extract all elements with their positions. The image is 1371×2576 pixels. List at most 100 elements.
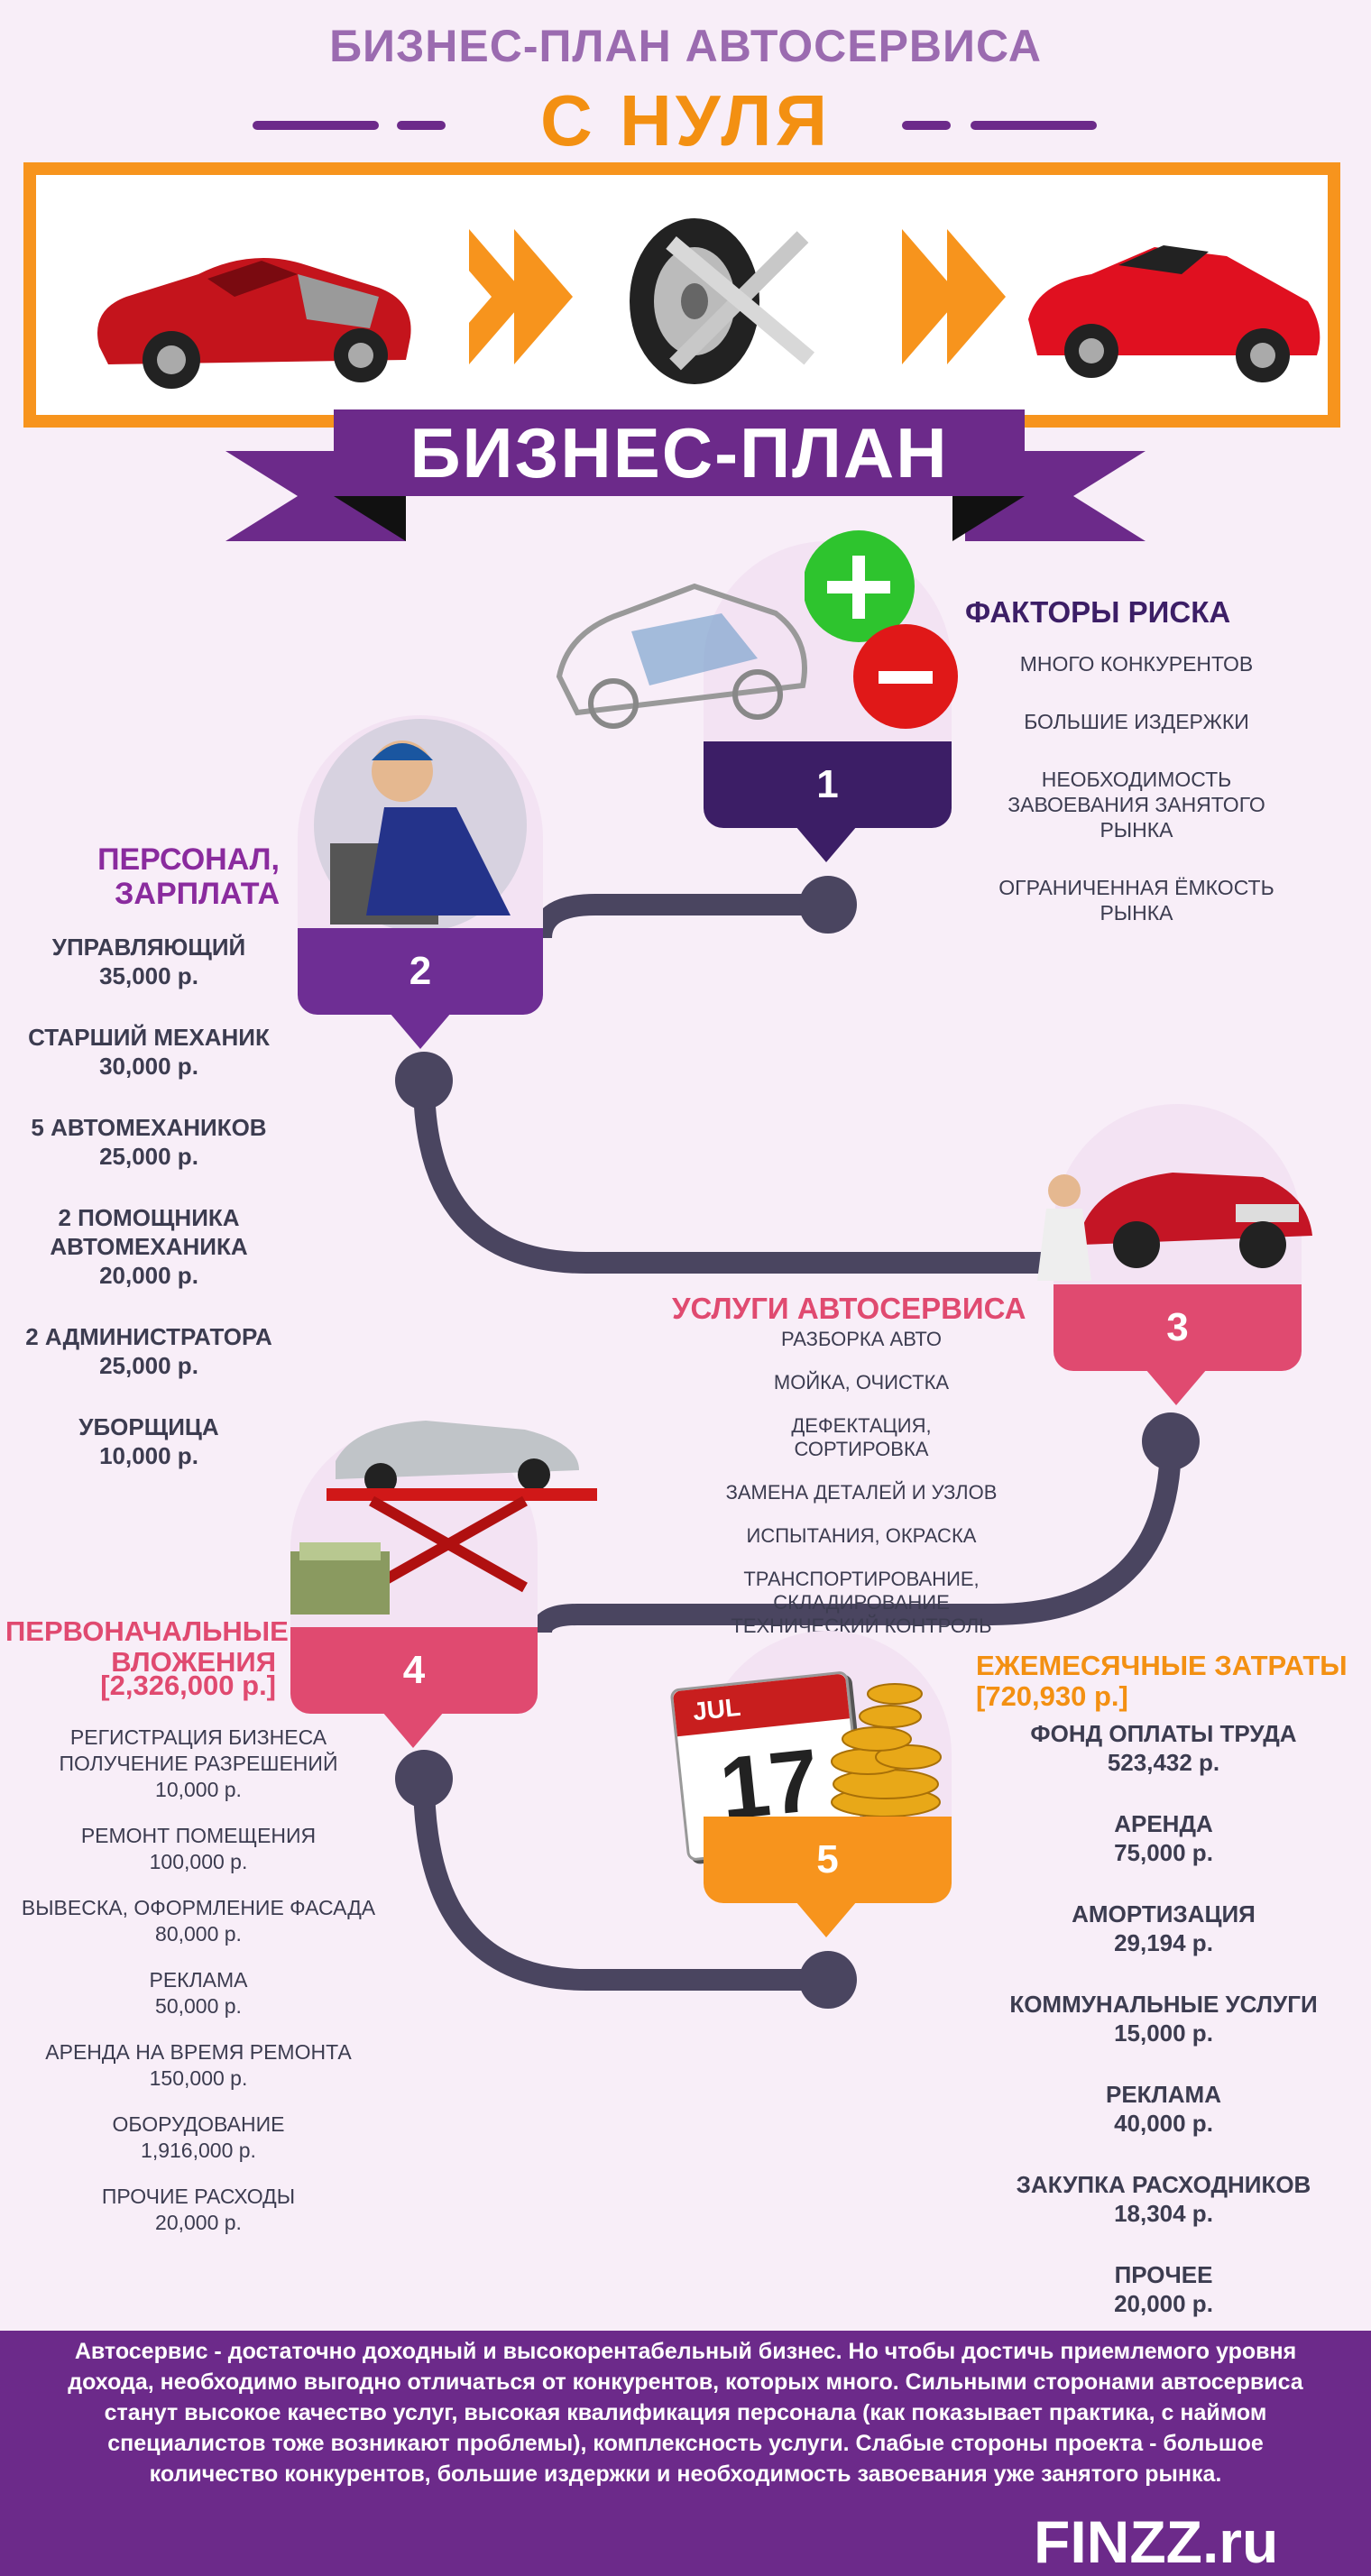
mechanic-image bbox=[314, 719, 527, 932]
cost-name: РЕГИСТРАЦИЯ БИЗНЕСА ПОЛУЧЕНИЕ РАЗРЕШЕНИЙ bbox=[59, 1725, 338, 1775]
page-subtitle: С НУЛЯ bbox=[539, 80, 832, 161]
site-logo: FINZZ.ru bbox=[1034, 2508, 1279, 2575]
cost-name: АМОРТИЗАЦИЯ bbox=[1072, 1900, 1256, 1927]
plus-minus-icon bbox=[805, 530, 958, 729]
staff-salary: 25,000 р. bbox=[99, 1143, 198, 1170]
arrow-right-icon bbox=[947, 229, 1006, 364]
cost-name: ПРОЧИЕ РАСХОДЫ bbox=[101, 2185, 296, 2208]
step-3-pointer bbox=[1146, 1369, 1207, 1405]
cost-name: РЕКЛАМА bbox=[1105, 2081, 1221, 2108]
step-1-title: ФАКТОРЫ РИСКА bbox=[965, 595, 1231, 629]
step-5-card: 5 bbox=[704, 1817, 952, 1903]
cost-name: РЕМОНТ ПОМЕЩЕНИЯ bbox=[80, 1824, 317, 1847]
cost-value: 50,000 р. bbox=[155, 1994, 242, 2018]
ribbon-fold-right bbox=[952, 496, 1025, 541]
path-node bbox=[1142, 1412, 1200, 1470]
cost-value: 20,000 р. bbox=[1114, 2290, 1213, 2317]
cost-value: 20,000 р. bbox=[155, 2211, 242, 2234]
ribbon-title: БИЗНЕС-ПЛАН bbox=[334, 409, 1025, 496]
list-item: ТРАНСПОРТИРОВАНИЕ, СКЛАДИРОВАНИЕ ТЕХНИЧЕ… bbox=[731, 1568, 992, 1637]
list-item: НЕОБХОДИМОСТЬ ЗАВОЕВАНИЯ ЗАНЯТОГО РЫНКА bbox=[1008, 768, 1265, 842]
step-2-pointer bbox=[390, 1013, 451, 1049]
decor-dash bbox=[971, 121, 1097, 130]
list-item: ДЕФЕКТАЦИЯ, СОРТИРОВКА bbox=[791, 1414, 932, 1460]
list-item: МНОГО КОНКУРЕНТОВ bbox=[1019, 652, 1254, 676]
path-node bbox=[395, 1750, 453, 1808]
step-3-list: РАЗБОРКА АВТО МОЙКА, ОЧИСТКА ДЕФЕКТАЦИЯ,… bbox=[722, 1328, 1001, 1658]
arrow-right-icon bbox=[514, 229, 573, 364]
cost-value: 80,000 р. bbox=[155, 1922, 242, 1946]
footer-text: Автосервис - достаточно доходный и высок… bbox=[68, 2339, 1303, 2487]
list-item: ЗАМЕНА ДЕТАЛЕЙ И УЗЛОВ bbox=[725, 1481, 998, 1504]
tire-tools-image bbox=[630, 218, 815, 384]
staff-salary: 10,000 р. bbox=[99, 1442, 198, 1469]
list-item: МОЙКА, ОЧИСТКА bbox=[773, 1371, 950, 1394]
staff-salary: 30,000 р. bbox=[99, 1053, 198, 1080]
step-4-pointer bbox=[382, 1712, 444, 1748]
step-3-number: 3 bbox=[1166, 1305, 1189, 1349]
step-4-total: [2,326,000 р.] bbox=[100, 1670, 276, 1701]
staff-role: СТАРШИЙ МЕХАНИК bbox=[28, 1024, 270, 1051]
cost-value: 10,000 р. bbox=[155, 1778, 242, 1801]
cost-value: 75,000 р. bbox=[1114, 1839, 1213, 1866]
step-2-number: 2 bbox=[409, 949, 432, 993]
staff-role: УБОРЩИЦА bbox=[78, 1413, 219, 1440]
cost-name: ОБОРУДОВАНИЕ bbox=[112, 2112, 285, 2136]
list-item: ОГРАНИЧЕННАЯ ЁМКОСТЬ РЫНКА bbox=[998, 876, 1274, 925]
ribbon-fold-left bbox=[334, 496, 406, 541]
step-2-title: ПЕРСОНАЛ, ЗАРПЛАТА bbox=[97, 842, 280, 911]
cost-value: 1,916,000 р. bbox=[141, 2139, 256, 2162]
page-title: БИЗНЕС-ПЛАН АВТОСЕРВИСА bbox=[329, 21, 1042, 71]
arrow-gap bbox=[433, 229, 492, 364]
staff-salary: 20,000 р. bbox=[99, 1262, 198, 1289]
wrecked-car-image bbox=[97, 258, 411, 389]
step-5-pointer bbox=[796, 1901, 857, 1937]
cost-name: КОММУНАЛЬНЫЕ УСЛУГИ bbox=[1009, 1991, 1318, 2018]
step-5-title: ЕЖЕМЕСЯЧНЫЕ ЗАТРАТЫ bbox=[976, 1650, 1348, 1681]
path-node bbox=[395, 1052, 453, 1109]
timeline-path bbox=[395, 876, 1200, 2009]
footer bbox=[0, 2331, 1371, 2576]
staff-salary: 35,000 р. bbox=[99, 962, 198, 989]
cost-name: АРЕНДА НА ВРЕМЯ РЕМОНТА bbox=[45, 2040, 352, 2064]
new-sports-car-image bbox=[1028, 245, 1320, 382]
cost-value: 523,432 р. bbox=[1107, 1749, 1220, 1776]
decor-dash bbox=[397, 121, 446, 130]
cost-name: АРЕНДА bbox=[1114, 1810, 1213, 1837]
cost-name: ЗАКУПКА РАСХОДНИКОВ bbox=[1016, 2171, 1311, 2198]
cost-value: 150,000 р. bbox=[149, 2066, 248, 2090]
path-node bbox=[799, 1951, 857, 2009]
step-1-pointer bbox=[796, 826, 857, 862]
list-item: РАЗБОРКА АВТО bbox=[781, 1328, 942, 1350]
step-5-number: 5 bbox=[816, 1837, 839, 1881]
step-4-number: 4 bbox=[402, 1648, 426, 1692]
cost-value: 18,304 р. bbox=[1114, 2200, 1213, 2227]
cost-name: ПРОЧЕЕ bbox=[1114, 2261, 1213, 2288]
step-5-total: [720,930 р.] bbox=[976, 1680, 1128, 1712]
cost-name: ВЫВЕСКА, ОФОРМЛЕНИЕ ФАСАДА bbox=[21, 1896, 376, 1919]
step-1-number: 1 bbox=[816, 762, 839, 806]
path-node bbox=[799, 876, 857, 934]
cost-name: РЕКЛАМА bbox=[149, 1968, 248, 1992]
car-detailing-image bbox=[1037, 1173, 1312, 1281]
staff-role: 2 ПОМОЩНИКА АВТОМЕХАНИКА bbox=[50, 1204, 248, 1260]
step-3-title: УСЛУГИ АВТОСЕРВИСА bbox=[672, 1292, 1026, 1325]
cost-name: ФОНД ОПЛАТЫ ТРУДА bbox=[1030, 1720, 1297, 1747]
list-item: БОЛЬШИЕ ИЗДЕРЖКИ bbox=[1024, 710, 1249, 733]
step-4-list: РЕГИСТРАЦИЯ БИЗНЕСА ПОЛУЧЕНИЕ РАЗРЕШЕНИЙ… bbox=[9, 1725, 388, 2256]
staff-role: 5 АВТОМЕХАНИКОВ bbox=[31, 1114, 267, 1141]
staff-salary: 25,000 р. bbox=[99, 1352, 198, 1379]
step-1-list: МНОГО КОНКУРЕНТОВ БОЛЬШИЕ ИЗДЕРЖКИ НЕОБХ… bbox=[974, 651, 1299, 958]
car-lift-money-image bbox=[290, 1421, 597, 1615]
cost-value: 29,194 р. bbox=[1114, 1929, 1213, 1956]
step-1-card: 1 bbox=[704, 741, 952, 828]
decor-dash bbox=[253, 121, 379, 130]
cost-value: 100,000 р. bbox=[149, 1850, 248, 1873]
step-3-card: 3 bbox=[1054, 1284, 1302, 1371]
coins-icon bbox=[831, 1683, 942, 1817]
staff-role: УПРАВЛЯЮЩИЙ bbox=[51, 934, 246, 961]
step-4-card: 4 bbox=[290, 1627, 538, 1714]
staff-role: 2 АДМИНИСТРАТОРА bbox=[25, 1323, 272, 1350]
